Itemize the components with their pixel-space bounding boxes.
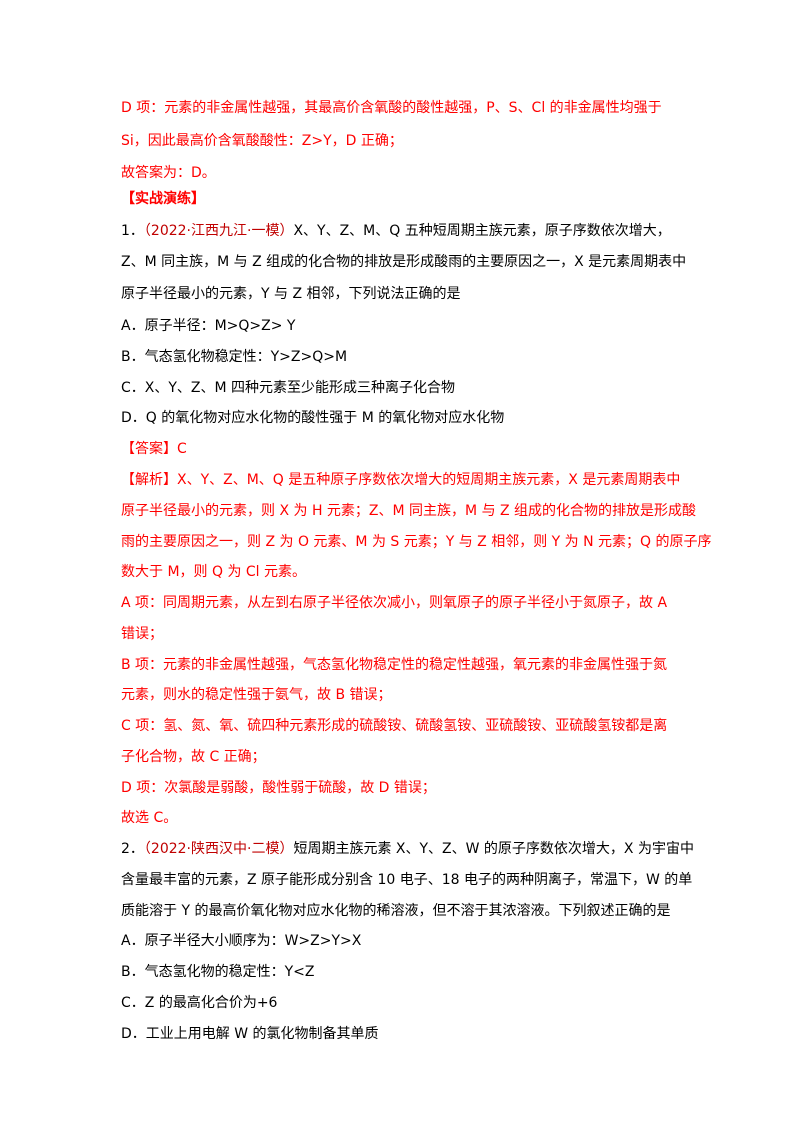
question-1-stem-line1: 1．（2022·江西九江·一模）X、Y、Z、M、Q 五种短周期主族元素，原子序数… xyxy=(121,221,671,241)
question-2-option-d: D．工业上用电解 W 的氯化物制备其单质 xyxy=(121,1026,379,1042)
question-1-analysis-c-line2: 子化合物，故 C 正确； xyxy=(121,749,266,765)
question-2-option-a: A．原子半径大小顺序为：W>Z>Y>X xyxy=(121,933,362,949)
question-1-option-c: C．X、Y、Z、M 四种元素至少能形成三种离子化合物 xyxy=(121,380,456,396)
question-2-stem-line1: 2．（2022·陕西汉中·二模）短周期主族元素 X、Y、Z、W 的原子序数依次增… xyxy=(121,839,694,859)
question-1-source: （2022·江西九江·一模） xyxy=(143,223,294,239)
question-2-stem-line3: 质能溶于 Y 的最高价氧化物对应水化物的稀溶液，但不溶于其浓溶液。下列叙述正确的… xyxy=(121,903,671,919)
question-1-option-a: A．原子半径：M>Q>Z> Y xyxy=(121,318,296,334)
question-2-option-b: B．气态氢化物的稳定性：Y<Z xyxy=(121,964,315,980)
question-1-option-d: D．Q 的氧化物对应水化物的酸性强于 M 的氧化物对应水化物 xyxy=(121,410,505,426)
question-1-analysis-a-line2: 错误； xyxy=(121,626,163,642)
question-1-stem-text: X、Y、Z、M、Q 五种短周期主族元素，原子序数依次增大， xyxy=(293,223,671,239)
question-1-analysis-d-line1: D 项：次氯酸是弱酸，酸性弱于硫酸，故 D 错误； xyxy=(121,780,436,796)
question-2-stem-text: 短周期主族元素 X、Y、Z、W 的原子序数依次增大，X 为宇宙中 xyxy=(293,841,694,857)
question-1-number: 1． xyxy=(121,223,144,239)
question-1-answer: 【答案】C xyxy=(121,441,187,457)
question-1-stem-line3: 原子半径最小的元素，Y 与 Z 相邻，下列说法正确的是 xyxy=(121,286,461,302)
question-2-stem-line2: 含量最丰富的元素，Z 原子能形成分别含 10 电子、18 电子的两种阴离子，常温… xyxy=(121,872,693,888)
question-2-number: 2． xyxy=(121,841,144,857)
prev-option-d-line1: D 项：元素的非金属性越强，其最高价含氧酸的酸性越强，P、S、Cl 的非金属性均… xyxy=(121,100,662,116)
question-1-stem-line2: Z、M 同主族，M 与 Z 组成的化合物的排放是形成酸雨的主要原因之一，X 是元… xyxy=(121,254,687,270)
question-2-option-c: C．Z 的最高化合价为+6 xyxy=(121,995,278,1011)
prev-option-d-line2: Si，因此最高价含氧酸酸性：Z>Y，D 正确； xyxy=(121,133,403,149)
section-title: 【实战演练】 xyxy=(121,191,205,207)
question-2-source: （2022·陕西汉中·二模） xyxy=(143,841,294,857)
question-1-analysis-a-line1: A 项：同周期元素，从左到右原子半径依次减小，则氧原子的原子半径小于氮原子，故 … xyxy=(121,595,668,611)
question-1-analysis-line2: 原子半径最小的元素，则 X 为 H 元素；Z、M 同主族，M 与 Z 组成的化合… xyxy=(121,503,697,519)
question-1-analysis-line4: 数大于 M，则 Q 为 Cl 元素。 xyxy=(121,564,307,580)
question-1-analysis-line3: 雨的主要原因之一，则 Z 为 O 元素、M 为 S 元素；Y 与 Z 相邻，则 … xyxy=(121,534,712,550)
question-1-analysis-b-line2: 元素，则水的稳定性强于氨气，故 B 错误； xyxy=(121,687,392,703)
question-1-analysis-b-line1: B 项：元素的非金属性越强，气态氢化物稳定性的稳定性越强，氧元素的非金属性强于氮 xyxy=(121,657,668,673)
question-1-analysis-line1: 【解析】X、Y、Z、M、Q 是五种原子序数依次增大的短周期主族元素，X 是元素周… xyxy=(121,472,681,488)
question-1-conclusion: 故选 C。 xyxy=(121,810,178,826)
question-1-analysis-c-line1: C 项：氢、氮、氧、硫四种元素形成的硫酸铵、硫酸氢铵、亚硫酸铵、亚硫酸氢铵都是离 xyxy=(121,718,668,734)
prev-conclusion: 故答案为：D。 xyxy=(121,165,216,181)
question-1-option-b: B．气态氢化物稳定性：Y>Z>Q>M xyxy=(121,349,348,365)
